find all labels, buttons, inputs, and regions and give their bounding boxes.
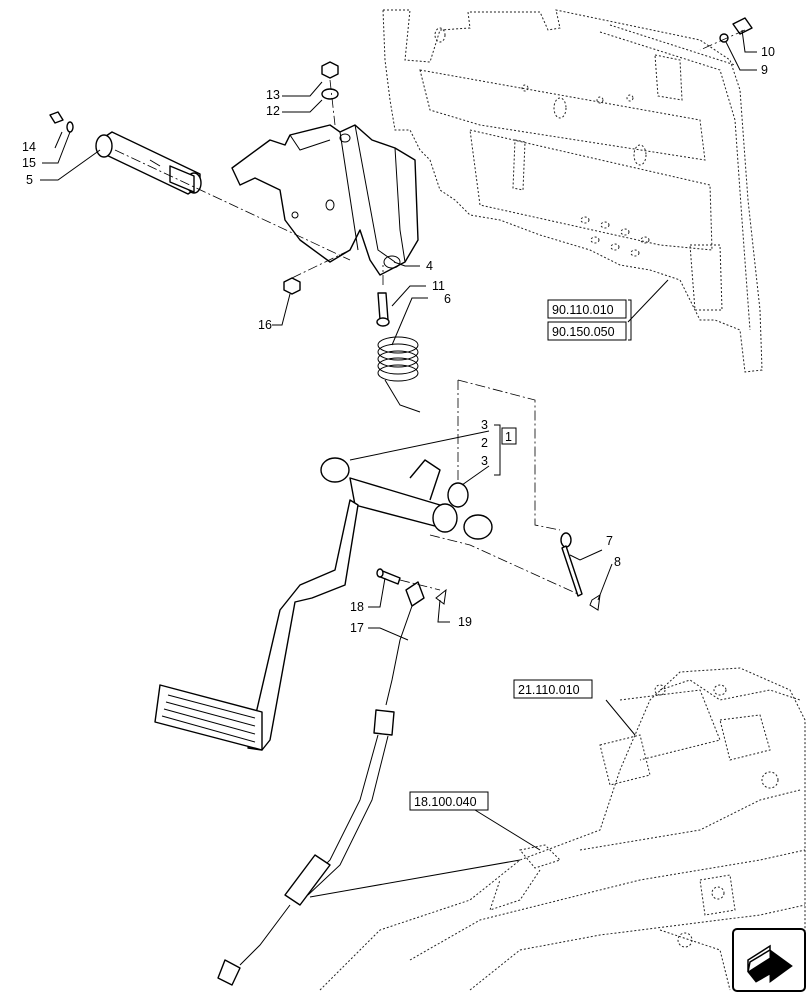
callout-10: 10 bbox=[761, 45, 775, 59]
callout-6: 6 bbox=[444, 292, 451, 306]
bolt-11-part bbox=[376, 292, 390, 327]
ref-link-18-100-040[interactable]: 18.100.040 bbox=[409, 791, 489, 811]
nut-13-part bbox=[321, 61, 339, 100]
bolt-14-part bbox=[49, 111, 74, 133]
callout-17: 17 bbox=[350, 621, 364, 635]
callout-11: 11 bbox=[432, 279, 445, 293]
callout-12: 12 bbox=[266, 104, 280, 118]
callout-13: 13 bbox=[266, 88, 280, 102]
cab-frame-ghost bbox=[382, 9, 763, 373]
callout-15: 15 bbox=[22, 156, 36, 170]
callout-labels: 13 12 14 15 5 4 11 6 16 10 9 3 2 3 7 8 1… bbox=[22, 45, 775, 635]
callout-3-top: 3 bbox=[481, 418, 488, 432]
return-spring-part bbox=[377, 336, 421, 413]
ref-label-90-110-010: 90.110.010 bbox=[552, 303, 614, 317]
ref-link-21-110-010[interactable]: 21.110.010 bbox=[513, 679, 593, 699]
ref-label-90-150-050: 90.150.050 bbox=[552, 325, 615, 339]
ref-label-18-100-040: 18.100.040 bbox=[414, 795, 477, 809]
callout-8: 8 bbox=[614, 555, 621, 569]
clutch-cable-part bbox=[217, 581, 425, 986]
centerlines bbox=[114, 29, 746, 596]
bolt-10-part bbox=[719, 17, 753, 43]
assembly-callout-1[interactable]: 1 bbox=[501, 427, 517, 445]
leader-lines bbox=[40, 29, 757, 898]
callout-19: 19 bbox=[458, 615, 472, 629]
clutch-pedal-part bbox=[154, 457, 493, 751]
callout-1: 1 bbox=[505, 430, 512, 444]
callout-16: 16 bbox=[258, 318, 272, 332]
pin-18-part bbox=[376, 568, 401, 585]
pivot-shaft-part bbox=[95, 131, 202, 195]
callout-7: 7 bbox=[606, 534, 613, 548]
ref-label-21-110-010: 21.110.010 bbox=[518, 683, 580, 697]
clip-19-part bbox=[435, 588, 447, 605]
callout-2: 2 bbox=[481, 436, 488, 450]
callout-9: 9 bbox=[761, 63, 768, 77]
nut-16-part bbox=[283, 277, 301, 295]
ref-link-90-110-010[interactable]: 90.110.010 bbox=[547, 299, 627, 319]
transmission-ghost bbox=[319, 667, 806, 991]
ref-link-90-150-050[interactable]: 90.150.050 bbox=[547, 321, 627, 341]
callout-18: 18 bbox=[350, 600, 364, 614]
pedal-bracket-part bbox=[231, 124, 419, 276]
callout-4: 4 bbox=[426, 259, 433, 273]
callout-14: 14 bbox=[22, 140, 36, 154]
callout-3-bottom: 3 bbox=[481, 454, 488, 468]
callout-5: 5 bbox=[26, 173, 33, 187]
rod-7-part bbox=[560, 532, 601, 611]
next-arrow-icon[interactable] bbox=[732, 928, 806, 992]
